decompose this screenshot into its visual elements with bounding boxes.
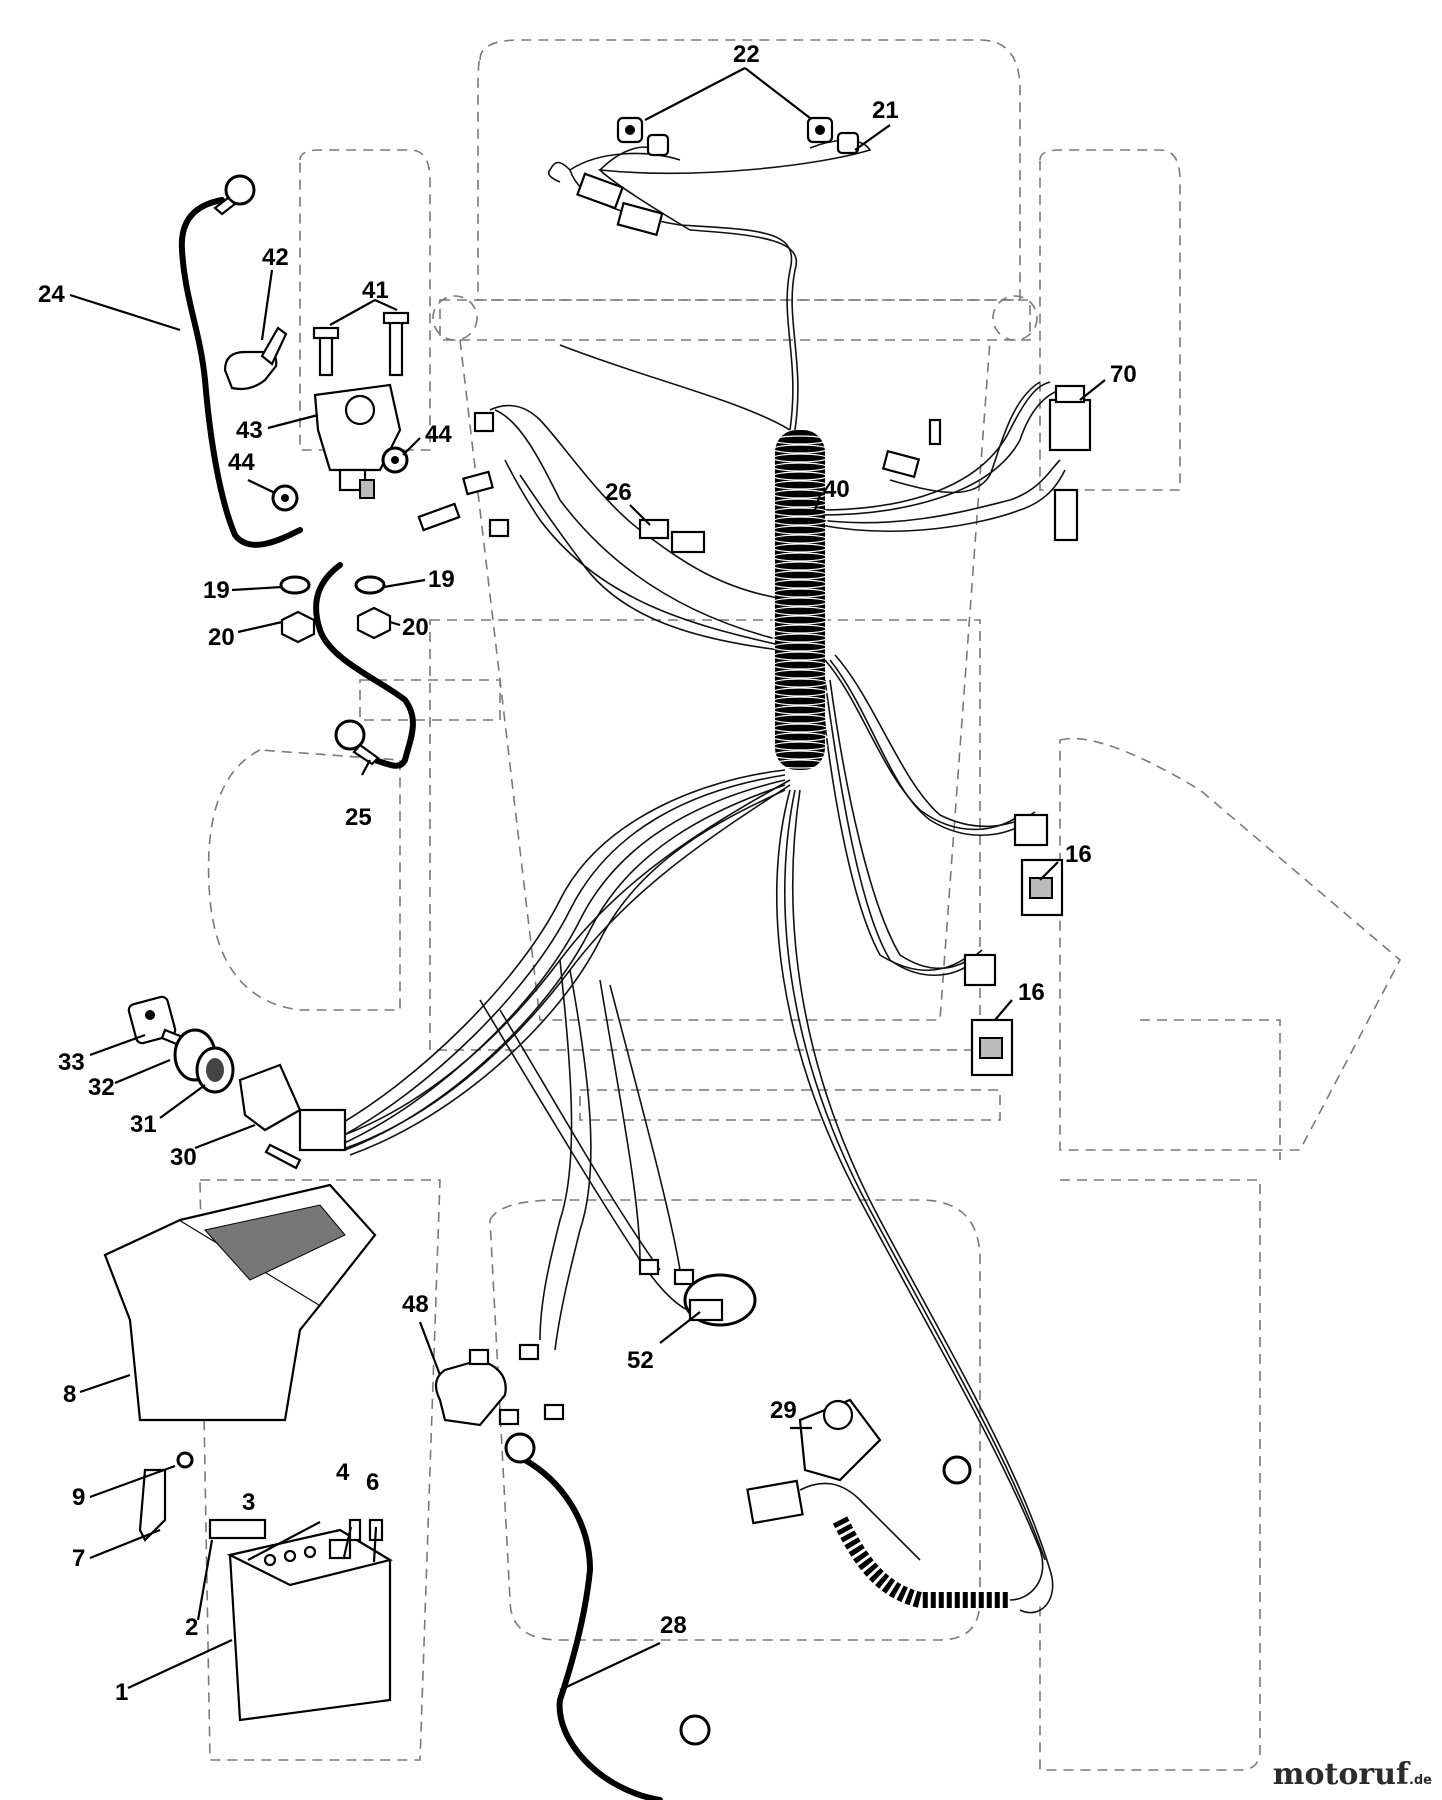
sleeve-rib	[772, 642, 828, 652]
sleeve-rib	[772, 669, 828, 679]
callout-19-right: 19	[428, 566, 455, 593]
callout-22: 22	[733, 41, 760, 68]
sleeve-rib	[772, 750, 828, 760]
battery-cables	[178, 197, 663, 1800]
callout-21: 21	[872, 97, 899, 124]
sleeve-rib	[772, 678, 828, 688]
callout-25: 25	[345, 804, 372, 831]
sleeve-rib	[772, 498, 828, 508]
sleeve-rib	[772, 516, 828, 526]
harness-wires	[329, 139, 1066, 1614]
sleeve-rib	[772, 606, 828, 616]
callout-labels: 22 21 24 42 41 43 44 44 70 26 40 19 19 2…	[38, 41, 1137, 1706]
callout-31: 31	[130, 1111, 157, 1138]
callout-26: 26	[605, 479, 632, 506]
callout-24: 24	[38, 281, 65, 308]
ignition-switch-group	[127, 995, 347, 1170]
sleeve-rib	[772, 597, 828, 607]
callout-6: 6	[366, 1469, 379, 1496]
sleeve-rib	[772, 570, 828, 580]
callout-52: 52	[627, 1347, 654, 1374]
watermark-tld: .de	[1408, 1773, 1432, 1788]
callout-9: 9	[72, 1484, 85, 1511]
sleeve-rib	[772, 660, 828, 670]
callout-19-left: 19	[203, 577, 230, 604]
callout-20-right: 20	[402, 614, 429, 641]
harness-sleeve	[772, 430, 828, 770]
sleeve-rib	[772, 534, 828, 544]
sleeve-rib	[772, 696, 828, 706]
sleeve-rib	[772, 552, 828, 562]
watermark-text: motoruf	[1272, 1757, 1409, 1792]
sleeve-rib	[772, 741, 828, 751]
sleeve-rib	[772, 453, 828, 463]
callout-44-right: 44	[425, 421, 452, 448]
sleeve-rib	[772, 732, 828, 742]
sleeve-rib	[772, 705, 828, 715]
callout-70: 70	[1110, 361, 1137, 388]
sleeve-rib	[772, 624, 828, 634]
sleeve-rib	[772, 444, 828, 454]
sleeve-rib	[772, 651, 828, 661]
callout-28: 28	[660, 1612, 687, 1639]
sleeve-rib	[772, 480, 828, 490]
sleeve-rib	[772, 723, 828, 733]
sleeve-rib	[772, 588, 828, 598]
callout-29: 29	[770, 1397, 797, 1424]
callout-42: 42	[262, 244, 289, 271]
sleeve-rib	[772, 579, 828, 589]
sleeve-rib	[772, 435, 828, 445]
sleeve-rib	[772, 471, 828, 481]
callout-16-upper: 16	[1065, 841, 1092, 868]
callout-43: 43	[236, 417, 263, 444]
leader-lines	[69, 67, 1106, 1691]
callout-41: 41	[362, 277, 389, 304]
callout-1: 1	[115, 1679, 128, 1706]
sleeve-rib	[772, 489, 828, 499]
cable-terminals	[213, 174, 972, 1746]
sleeve-rib	[772, 687, 828, 697]
side-connectors	[417, 384, 1092, 1077]
watermark-logo: motoruf.de	[1273, 1757, 1432, 1792]
callout-30: 30	[170, 1144, 197, 1171]
sleeve-rib	[772, 525, 828, 535]
sleeve-rib	[772, 543, 828, 553]
sleeve-rib	[772, 759, 828, 769]
battery-box	[103, 1183, 393, 1722]
solenoid-assembly	[223, 311, 410, 644]
sleeve-rib	[772, 561, 828, 571]
callout-3: 3	[242, 1489, 255, 1516]
callout-20-left: 20	[208, 624, 235, 651]
seat-switch	[434, 1258, 1010, 1608]
callout-16-lower: 16	[1018, 979, 1045, 1006]
sleeve-rib	[772, 714, 828, 724]
callout-48: 48	[402, 1291, 429, 1318]
callout-44-left: 44	[228, 449, 255, 476]
callout-40: 40	[823, 476, 850, 503]
sleeve-rib	[772, 462, 828, 472]
headlight-connectors	[576, 116, 860, 237]
callout-4: 4	[336, 1459, 350, 1486]
callout-33: 33	[58, 1049, 85, 1076]
callout-32: 32	[88, 1074, 115, 1101]
callout-2: 2	[185, 1614, 198, 1641]
callout-7: 7	[72, 1545, 85, 1572]
sleeve-rib	[772, 615, 828, 625]
sleeve-rib	[772, 633, 828, 643]
callout-8: 8	[63, 1381, 76, 1408]
sleeve-rib	[772, 507, 828, 517]
